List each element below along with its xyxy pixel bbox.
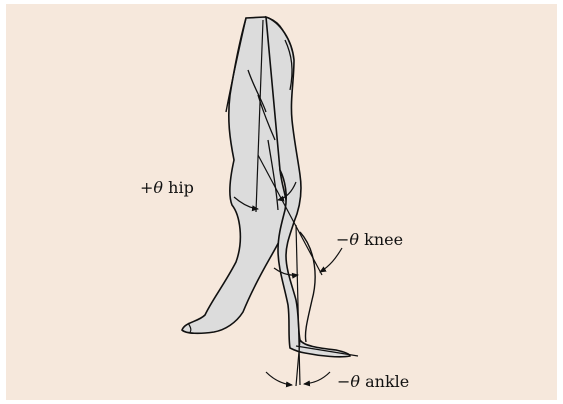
knee-angle-label: −θ knee [336,230,403,249]
hip-joint-name: hip [168,178,194,197]
knee-symbol: θ [349,230,359,249]
ankle-sign: − [337,372,350,391]
knee-sign: − [336,230,349,249]
hip-symbol: θ [153,178,163,197]
knee-leader-line [320,248,342,272]
hip-angle-label: +θ hip [140,178,194,197]
ankle-symbol: θ [350,372,360,391]
ankle-angle-arc-left [266,372,292,385]
knee-joint-name: knee [364,230,403,249]
ankle-angle-arc-right [304,372,330,384]
hip-sign: + [140,178,153,197]
ankle-angle-label: −θ ankle [337,372,409,391]
ankle-joint-name: ankle [365,372,409,391]
